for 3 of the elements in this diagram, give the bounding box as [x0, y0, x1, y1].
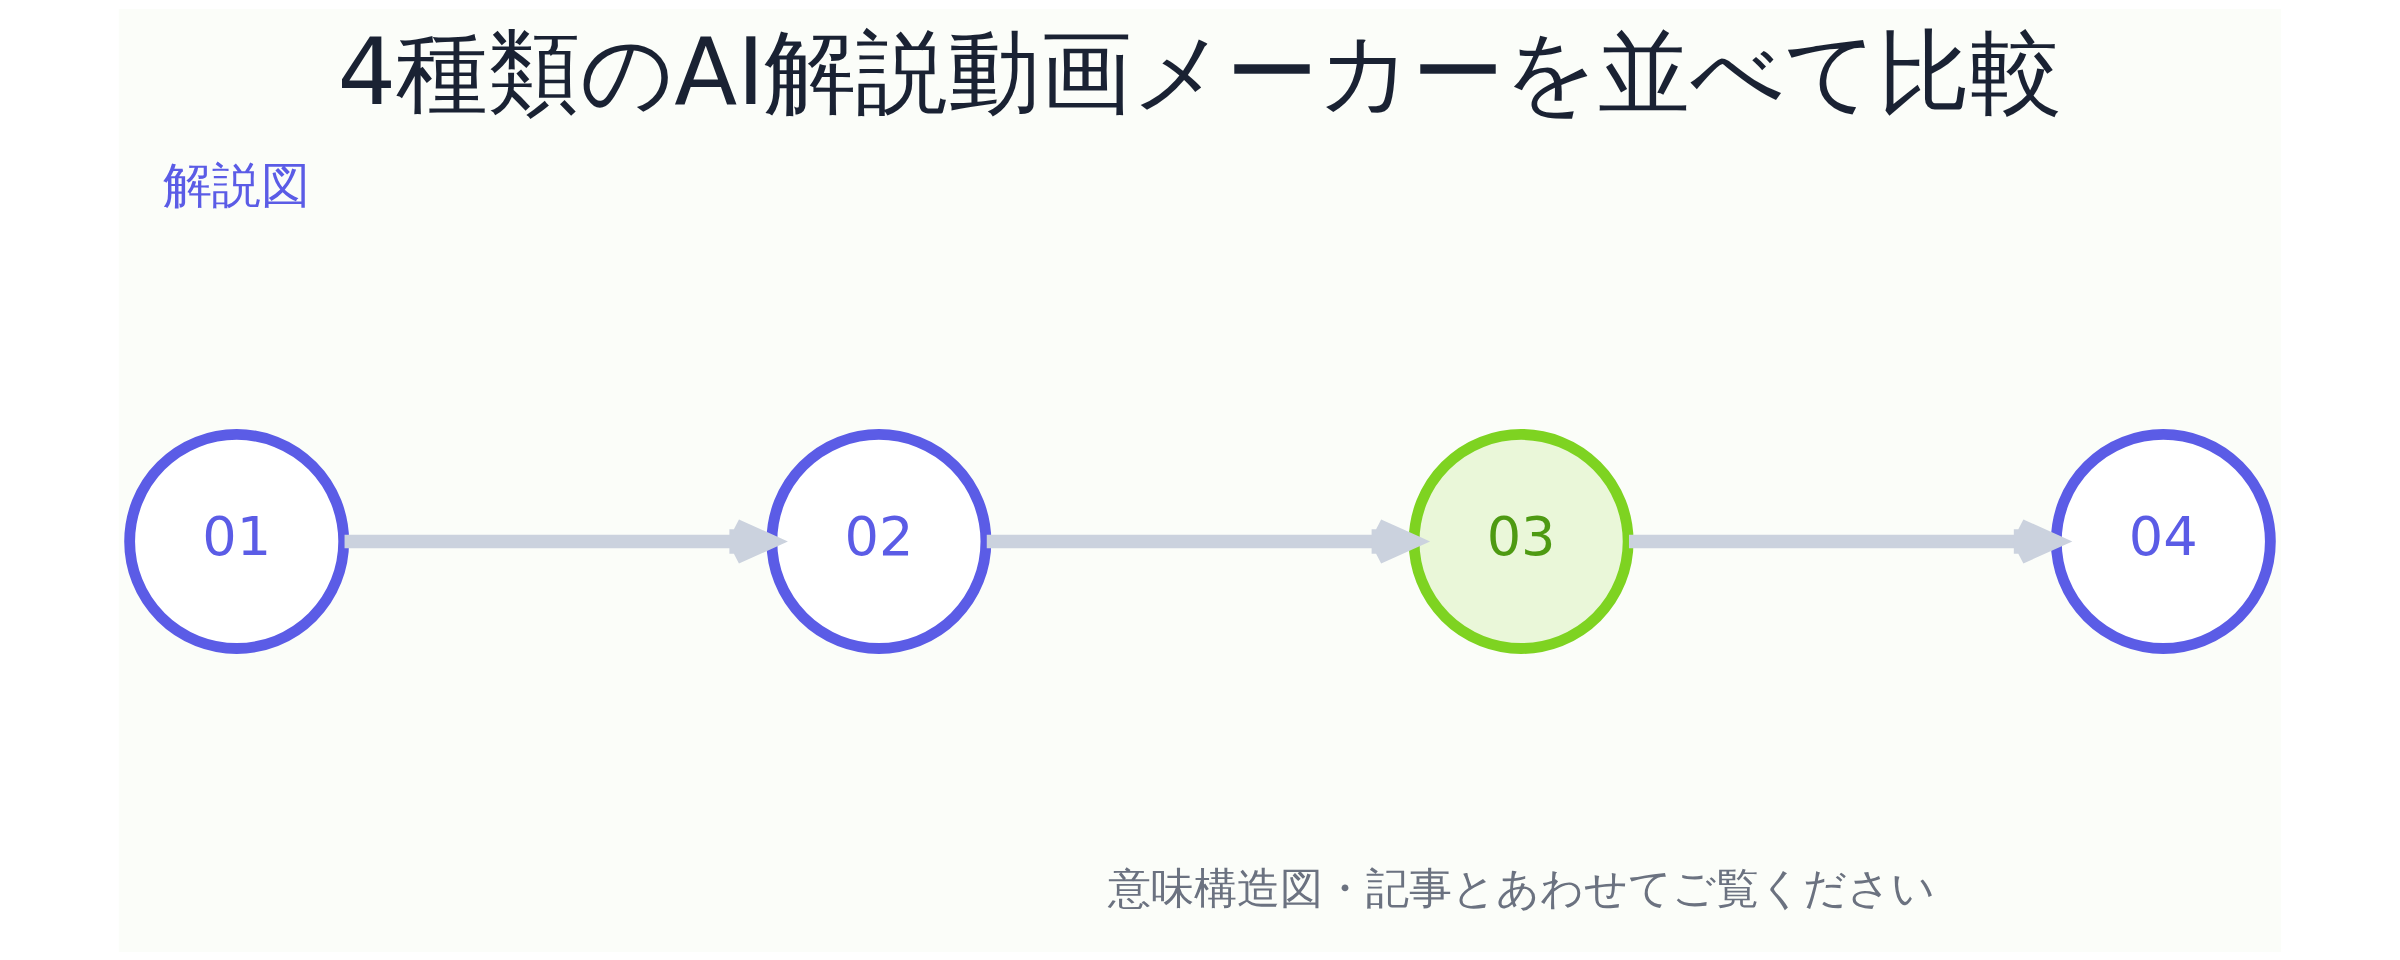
diagram-title: 4種類のAI解説動画メーカーを並べて比較: [337, 17, 2063, 126]
label: 解説図: [163, 156, 311, 214]
caption: 意味構造図・記事とあわせてご覧ください: [1107, 862, 1935, 913]
